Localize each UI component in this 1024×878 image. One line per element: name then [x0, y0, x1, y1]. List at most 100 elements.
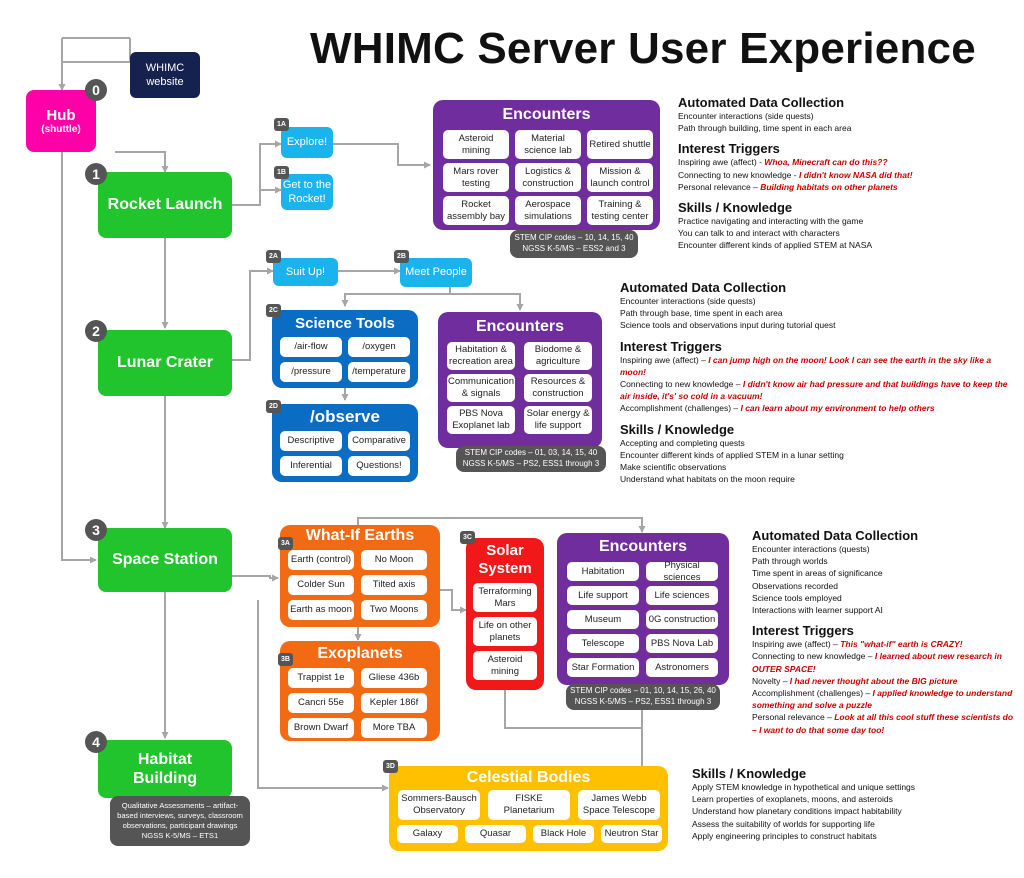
stage-space-station[interactable]: Space Station — [98, 528, 232, 592]
stem-codes-box: STEM CIP codes – 01, 03, 14, 15, 40 NGSS… — [456, 446, 606, 472]
exoplanet-grid: Trappist 1e Gliese 436b Cancri 55e Keple… — [288, 668, 440, 738]
note-line: Encounter interactions (side quests) — [678, 111, 814, 121]
encounter-item[interactable]: Astronomers — [646, 658, 718, 677]
encounter-item[interactable]: PBS Nova Lab — [646, 634, 718, 653]
encounter-item[interactable]: Museum — [567, 610, 639, 629]
world-item[interactable]: Tilted axis — [361, 575, 427, 595]
encounter-item[interactable]: Resources & construction — [524, 374, 592, 402]
encounter-item[interactable]: Aerospace simulations — [515, 196, 581, 225]
encounter-item[interactable]: Telescope — [567, 634, 639, 653]
hub-node[interactable]: Hub (shuttle) — [26, 90, 96, 152]
encounter-item[interactable]: Logistics & construction — [515, 163, 581, 192]
encounter-item[interactable]: Biodome & agriculture — [524, 342, 592, 370]
world-item[interactable]: Asteroid mining — [473, 651, 537, 680]
tool-command[interactable]: /oxygen — [348, 337, 410, 357]
observe-type[interactable]: Comparative — [348, 431, 410, 451]
celestial-object[interactable]: Quasar — [465, 825, 526, 843]
section-heading: Interest Triggers — [620, 338, 722, 354]
encounter-item[interactable]: Star Formation — [567, 658, 639, 677]
trigger-line: Personal relevance – Look at all this co… — [752, 712, 1014, 735]
encounter-item[interactable]: Physical sciences — [646, 560, 718, 583]
website-link[interactable]: WHIMC website — [130, 52, 200, 98]
tool-command[interactable]: /pressure — [280, 362, 342, 382]
observe-panel: /observe Descriptive Comparative Inferen… — [272, 404, 418, 482]
panel-tag: 2C — [266, 304, 281, 317]
stage-lunar-crater[interactable]: Lunar Crater — [98, 330, 232, 396]
celestial-site[interactable]: Sommers-Bausch Observatory — [398, 790, 480, 820]
encounter-item[interactable]: Life sciences — [646, 586, 718, 605]
panel-title: Solar System — [478, 542, 532, 577]
stem-codes-box: STEM CIP codes – 01, 10, 14, 15, 26, 40 … — [566, 684, 720, 710]
celestial-site[interactable]: James Webb Space Telescope — [578, 790, 660, 820]
encounter-item[interactable]: 0G construction — [646, 610, 718, 629]
note-line: Science tools employed — [752, 592, 842, 603]
encounter-item[interactable]: Retired shuttle — [587, 130, 653, 159]
encounter-item[interactable]: Material science lab — [515, 130, 581, 159]
encounter-item[interactable]: Solar energy & life support — [524, 406, 592, 434]
world-item[interactable]: Cancri 55e — [288, 693, 354, 713]
celestial-site[interactable]: FISKE Planetarium — [488, 790, 570, 820]
note-line: Interactions with learner support AI — [752, 605, 883, 616]
trigger-line: Accomplishment (challenges) – I can lear… — [620, 403, 935, 414]
stage4-assessment-note: Qualitative Assessments – artifact-based… — [110, 796, 250, 846]
encounters-panel-lunar: Encounters Habitation & recreation area … — [438, 312, 602, 448]
celestial-object[interactable]: Galaxy — [397, 825, 458, 843]
note-line: Path through base, time spent in each ar… — [620, 308, 783, 319]
website-label: WHIMC website — [145, 61, 185, 88]
stage-habitat-building[interactable]: Habitat Building — [98, 740, 232, 798]
world-item[interactable]: Two Moons — [361, 600, 427, 620]
world-item[interactable]: Colder Sun — [288, 575, 354, 595]
step-get-to-rocket[interactable]: Get to the Rocket! — [281, 174, 333, 210]
world-item[interactable]: Earth (control) — [288, 550, 354, 570]
observe-type[interactable]: Questions! — [348, 456, 410, 476]
encounter-item[interactable]: Mars rover testing — [443, 163, 509, 192]
encounter-item[interactable]: Habitation & recreation area — [447, 342, 515, 370]
note-line: Encounter different kinds of applied STE… — [620, 449, 844, 460]
world-item[interactable]: Kepler 186f — [361, 693, 427, 713]
note-line: Understand what habitats on the moon req… — [620, 474, 795, 485]
world-item[interactable]: Gliese 436b — [361, 668, 427, 688]
step-label: Suit Up! — [285, 265, 326, 278]
stage-number-badge: 0 — [85, 79, 107, 101]
note-line: Time spent in areas of significance — [752, 568, 883, 579]
encounter-item[interactable]: Mission & launch control — [587, 163, 653, 192]
encounter-item[interactable]: Habitation — [567, 562, 639, 581]
encounter-item[interactable]: Life support — [567, 586, 639, 605]
encounter-item[interactable]: Communication & signals — [447, 374, 515, 402]
stage-rocket-launch[interactable]: Rocket Launch — [98, 172, 232, 238]
section-heading: Interest Triggers — [752, 623, 854, 639]
tool-command[interactable]: /air-flow — [280, 337, 342, 357]
step-suit-up[interactable]: Suit Up! — [273, 258, 338, 286]
note-line: Encounter different kinds of applied STE… — [678, 240, 873, 251]
step-explore[interactable]: Explore! — [281, 127, 333, 158]
celestial-object[interactable]: Black Hole — [533, 825, 594, 843]
encounter-item[interactable]: Rocket assembly bay — [443, 196, 509, 225]
encounter-item[interactable]: Training & testing center — [587, 196, 653, 225]
stage-number-badge: 4 — [85, 731, 107, 753]
trigger-line: Inspiring awe (affect) - Whoa, Minecraft… — [678, 157, 888, 168]
stem-codes-box: STEM CIP codes – 10, 14, 15, 40 NGSS K-5… — [510, 230, 638, 258]
hub-label: Hub — [46, 107, 76, 124]
step-tag: 1A — [274, 118, 289, 131]
note-line: Make scientific observations — [620, 462, 727, 473]
observe-type[interactable]: Inferential — [280, 456, 342, 476]
encounter-item[interactable]: PBS Nova Exoplanet lab — [447, 406, 515, 434]
panel-title: What-If Earths — [305, 527, 415, 544]
world-item[interactable]: Earth as moon — [288, 600, 354, 620]
observe-type[interactable]: Descriptive — [280, 431, 342, 451]
section-heading: Skills / Knowledge — [692, 766, 807, 781]
celestial-object[interactable]: Neutron Star — [601, 825, 662, 843]
step-meet-people[interactable]: Meet People — [400, 258, 472, 287]
world-item[interactable]: More TBA — [361, 718, 427, 738]
encounter-item[interactable]: Asteroid mining — [443, 130, 509, 159]
step-tag: 1B — [274, 166, 289, 179]
world-item[interactable]: Terraforming Mars — [473, 583, 537, 612]
stem-codes-text: STEM CIP codes – 10, 14, 15, 40 NGSS K-5… — [514, 233, 634, 253]
world-item[interactable]: Brown Dwarf — [288, 718, 354, 738]
trigger-line: Accomplishment (challenges) – I applied … — [752, 688, 1013, 711]
world-item[interactable]: No Moon — [361, 550, 427, 570]
world-item[interactable]: Trappist 1e — [288, 668, 354, 688]
step-label: Explore! — [286, 136, 328, 149]
tool-command[interactable]: /temperature — [348, 362, 410, 382]
world-item[interactable]: Life on other planets — [473, 617, 537, 646]
